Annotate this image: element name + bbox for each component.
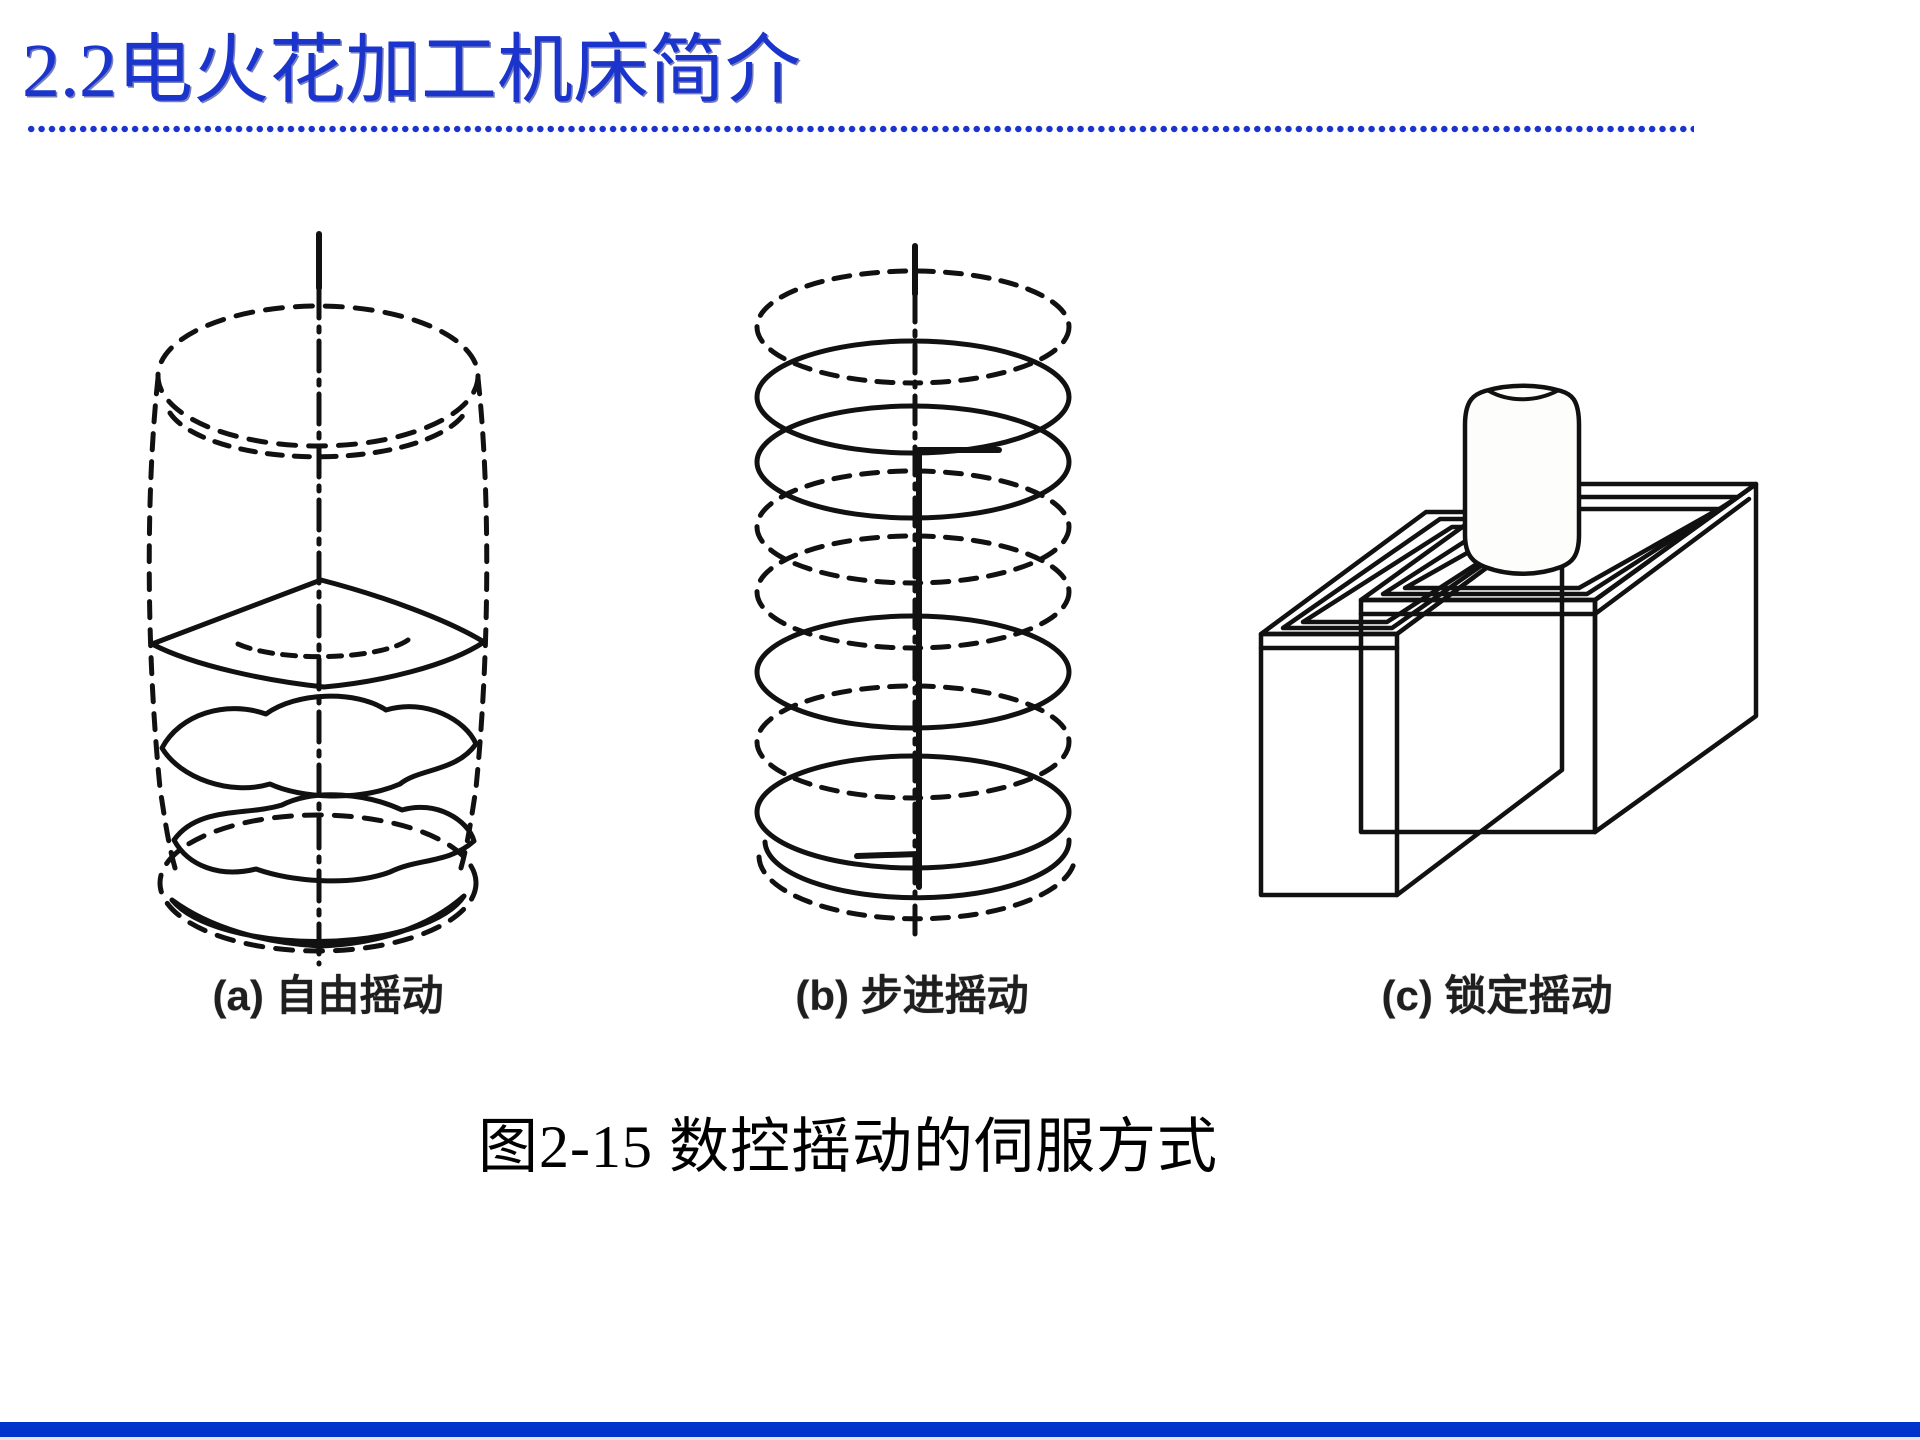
step-swing-diagram (754, 243, 1078, 941)
footer-bottom-strip (0, 1437, 1920, 1440)
figure-caption: 图2-15 数控摇动的伺服方式 (478, 1114, 1218, 1180)
title-underline-dotted-rule (26, 124, 1694, 134)
electrode-cylinder (1462, 383, 1582, 576)
step-swing-rings (754, 268, 1078, 922)
free-swing-random-layers (149, 577, 487, 949)
locked-swing-diagram (1258, 383, 1759, 898)
subfigure-label-a: (a) 自由摇动 (212, 972, 444, 1019)
free-swing-diagram (146, 231, 490, 967)
page-title: 2.2电火花加工机床简介 (22, 29, 801, 113)
footer-accent-bar (0, 1422, 1920, 1437)
subfigure-label-b: (b) 步进摇动 (795, 972, 1029, 1019)
subfigure-label-c: (c) 锁定摇动 (1381, 972, 1613, 1019)
step-feed-line (854, 447, 1002, 890)
swing-envelope-dashed-circles (146, 303, 490, 954)
